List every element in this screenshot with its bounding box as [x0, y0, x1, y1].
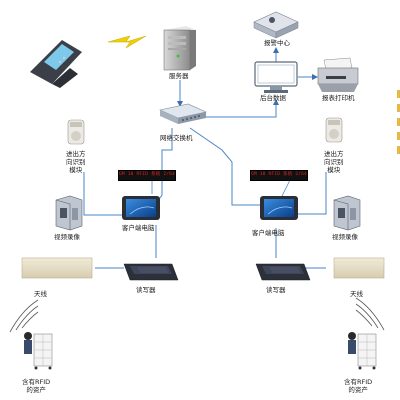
- background-data-label: 后台数据: [260, 94, 286, 102]
- report-printer-icon: [317, 57, 359, 92]
- connection-lines: [83, 47, 327, 269]
- right-edge-accent: [397, 90, 400, 98]
- rfid-signal-waves-left-icon: [9, 299, 39, 333]
- asset-left-line-2: 的资产: [26, 386, 46, 394]
- alarm-center-icon: [253, 11, 299, 39]
- direction-module-left-label: 进出方 向识别 模块: [66, 150, 86, 174]
- network-switch-label: 网络交换机: [160, 134, 193, 142]
- client-computer-left-icon: [122, 196, 160, 220]
- rfid-asset-cart-right-icon: [348, 332, 377, 370]
- right-edge-accent: [397, 132, 400, 140]
- asset-left-label: 含有RFID 的资产: [22, 378, 50, 394]
- client-right-label: 客户端电脑: [252, 229, 285, 237]
- server-icon: [163, 26, 196, 71]
- video-right-label: 视频录像: [332, 233, 358, 241]
- video-recorder-left-icon: [55, 195, 83, 231]
- network-switch-icon: [159, 103, 207, 124]
- video-left-label: 视频录像: [54, 233, 80, 241]
- direction-module-right-line-3: 模块: [327, 166, 341, 174]
- reader-left-label: 读写器: [136, 286, 156, 294]
- client-left-label: 客户端电脑: [122, 224, 155, 232]
- reader-right-icon: [255, 263, 311, 281]
- antenna-left-label: 天线: [34, 290, 47, 298]
- video-recorder-right-icon: [333, 195, 361, 231]
- direction-module-left-line-3: 模块: [69, 166, 83, 174]
- asset-right-line-2: 的资产: [348, 386, 368, 394]
- rfid-asset-cart-left-icon: [24, 332, 53, 370]
- direction-module-right-line-2: 向识别: [324, 158, 344, 166]
- reader-left-icon: [123, 263, 179, 281]
- client-computer-right-icon: [260, 196, 298, 220]
- direction-module-left-line-2: 向识别: [66, 158, 86, 166]
- direction-module-right-line-1: 进出方: [324, 150, 344, 158]
- reader-right-label: 读写器: [266, 286, 286, 294]
- report-printer-label: 报表打印机: [322, 94, 355, 102]
- direction-module-right-icon: [325, 117, 343, 143]
- right-edge-accent: [397, 146, 400, 154]
- asset-left-line-1: 含有RFID: [22, 378, 51, 386]
- handheld-scanner-icon: [30, 40, 82, 88]
- right-edge-accent: [397, 104, 400, 112]
- right-edge-accent: [397, 118, 400, 126]
- background-data-computer-icon: [254, 61, 298, 93]
- direction-module-left-line-1: 进出方: [66, 150, 86, 158]
- antenna-right-label: 天线: [350, 290, 363, 298]
- asset-right-label: 含有RFID 的资产: [344, 378, 372, 394]
- led-display-left: GM 10 RFID 系统 2/64: [118, 170, 176, 181]
- rfid-signal-waves-right-icon: [355, 297, 385, 331]
- alarm-center-label: 报警中心: [264, 39, 290, 47]
- antenna-left-icon: [21, 257, 93, 279]
- direction-module-left-icon: [67, 119, 85, 145]
- direction-module-right-label: 进出方 向识别 模块: [324, 150, 344, 174]
- wireless-link-lightning-icon: [107, 35, 147, 49]
- asset-right-line-1: 含有RFID: [344, 378, 373, 386]
- led-display-right: GM 10 RFID 系统 2/64: [250, 170, 308, 181]
- antenna-right-icon: [333, 257, 385, 279]
- server-label: 服务器: [169, 72, 189, 80]
